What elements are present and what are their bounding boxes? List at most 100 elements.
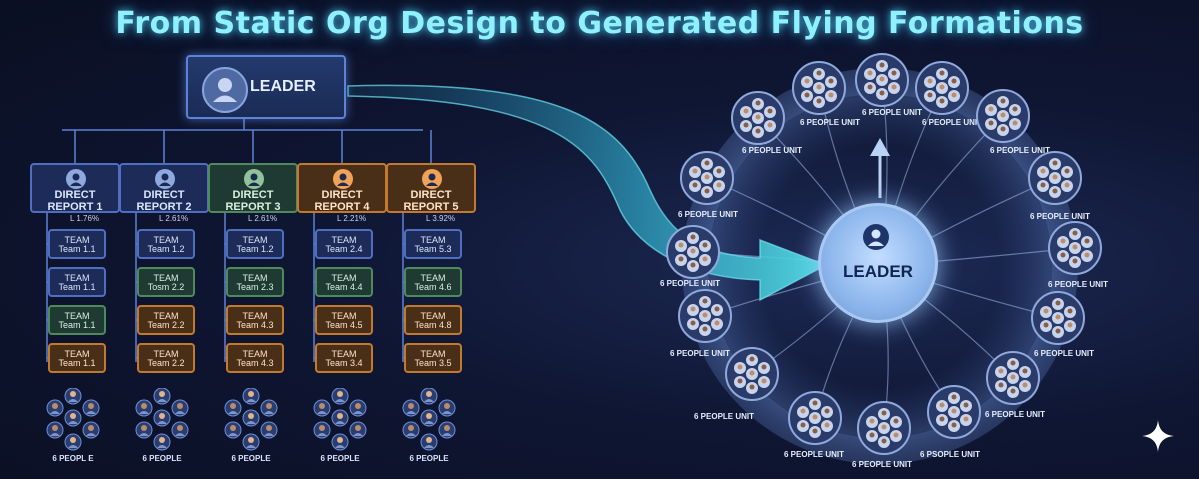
org-leader-box: LEADER bbox=[186, 55, 346, 119]
direct-report-title: DIRECT bbox=[321, 189, 363, 201]
team-heading: TEAM bbox=[420, 311, 446, 321]
people-unit-node bbox=[985, 350, 1041, 406]
people-unit-node bbox=[665, 224, 721, 280]
people-unit-label: 6 PEOPLE UNIT bbox=[678, 210, 739, 219]
org-leader-label: LEADER bbox=[250, 78, 316, 95]
team-name: Team 2.3 bbox=[236, 282, 274, 293]
people-unit-node bbox=[1030, 290, 1086, 346]
team-heading: TEAM bbox=[64, 311, 90, 321]
people-unit-node bbox=[677, 288, 733, 344]
people-cluster-label: 6 PEOPLE bbox=[409, 454, 449, 463]
user-icon bbox=[202, 67, 248, 113]
people-unit-node bbox=[730, 90, 786, 146]
people-unit-label: 6 PEOPLE UNIT bbox=[922, 118, 983, 127]
people-unit-node bbox=[787, 390, 843, 446]
sparkle-icon bbox=[1142, 420, 1174, 452]
transition-arrow-icon bbox=[347, 84, 828, 302]
people-cluster bbox=[394, 387, 464, 452]
team-heading: TEAM bbox=[420, 349, 446, 359]
people-cluster bbox=[38, 387, 108, 452]
page-title: From Static Org Design to Generated Flyi… bbox=[115, 6, 1084, 41]
team-name: Team 1.1 bbox=[58, 320, 96, 331]
team-heading: TEAM bbox=[331, 311, 357, 321]
people-unit-node bbox=[975, 88, 1031, 144]
team-name: Team 4.3 bbox=[236, 320, 274, 331]
team-heading: TEAM bbox=[331, 349, 357, 359]
people-cluster-label: 6 PEOPLE bbox=[142, 454, 182, 463]
direct-report-percent: L 1.76% bbox=[70, 214, 100, 223]
direct-report-name: REPORT 5 bbox=[403, 200, 459, 213]
people-unit-label: 6 PEOPLE UNIT bbox=[1048, 280, 1109, 289]
team-heading: TEAM bbox=[420, 273, 446, 283]
people-unit-node bbox=[679, 150, 735, 206]
people-cluster-label: 6 PEOPLE bbox=[320, 454, 360, 463]
team-name: Team 1.2 bbox=[147, 244, 185, 255]
people-unit-node bbox=[1047, 220, 1103, 276]
people-unit-label: 6 PEOPLE UNIT bbox=[1034, 349, 1095, 358]
team-heading: TEAM bbox=[420, 235, 446, 245]
team-name: Team 3.5 bbox=[414, 358, 452, 369]
user-icon bbox=[66, 169, 86, 189]
team-heading: TEAM bbox=[153, 273, 179, 283]
direct-report-name: REPORT 1 bbox=[47, 200, 103, 213]
people-unit-label: 6 PEOPLE UNIT bbox=[742, 146, 803, 155]
people-unit-label: 6 PEOPLE UNIT bbox=[784, 450, 845, 459]
direct-report-percent: L 2.21% bbox=[337, 214, 367, 223]
team-name: Team 2.4 bbox=[325, 244, 363, 255]
people-unit-label: 6 PSOPLE UNIT bbox=[920, 450, 981, 459]
people-unit-node bbox=[724, 346, 780, 402]
people-cluster-label: 6 PEOPL E bbox=[52, 454, 94, 463]
people-cluster bbox=[305, 387, 375, 452]
people-unit-label: 6 PEOPLE UNIT bbox=[800, 118, 861, 127]
user-icon bbox=[333, 169, 353, 189]
people-cluster bbox=[127, 387, 197, 452]
direct-report-percent: L 3.92% bbox=[426, 214, 456, 223]
org-connector-lines bbox=[46, 119, 432, 362]
people-unit-label: 6 PEOPLE UNIT bbox=[660, 279, 721, 288]
direct-report-title: DIRECT bbox=[232, 189, 274, 201]
team-name: Team 4.8 bbox=[414, 320, 452, 331]
direct-report-percent: L 2.61% bbox=[159, 214, 189, 223]
formation-leader-node: LEADER bbox=[818, 203, 938, 323]
team-heading: TEAM bbox=[153, 235, 179, 245]
team-name: Team 3.4 bbox=[325, 358, 363, 369]
people-unit-label: 6 PEOPLE UNIT bbox=[862, 108, 923, 117]
team-name: Team 1.1 bbox=[58, 358, 96, 369]
team-heading: TEAM bbox=[64, 349, 90, 359]
people-unit-node bbox=[791, 60, 847, 116]
people-unit-label: 6 PEOPLE UNIT bbox=[852, 460, 913, 469]
user-icon bbox=[863, 224, 889, 250]
people-unit-node bbox=[926, 384, 982, 440]
team-name: Team 2.2 bbox=[147, 358, 185, 369]
team-heading: TEAM bbox=[242, 273, 268, 283]
people-unit-node bbox=[914, 60, 970, 116]
user-icon bbox=[422, 169, 442, 189]
team-heading: TEAM bbox=[242, 349, 268, 359]
team-name: Team 4.5 bbox=[325, 320, 363, 331]
direct-report-name: REPORT 3 bbox=[225, 200, 281, 213]
formation-leader-label: LEADER bbox=[843, 262, 913, 281]
team-name: Team 4.3 bbox=[236, 358, 274, 369]
team-name: Team 1.2 bbox=[236, 244, 274, 255]
